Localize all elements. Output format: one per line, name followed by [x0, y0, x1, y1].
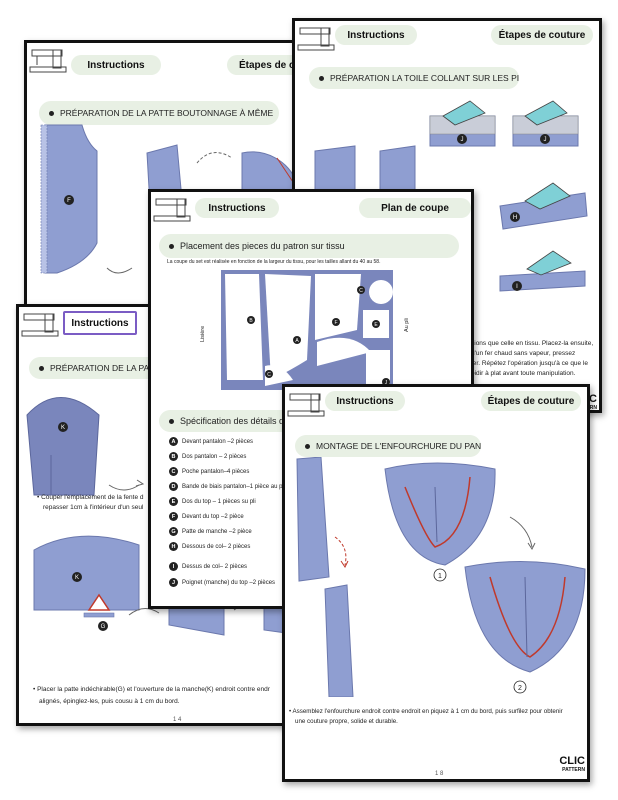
selvage-label: Lisière — [199, 326, 208, 342]
svg-text:F: F — [334, 320, 337, 326]
svg-text:J: J — [461, 137, 464, 143]
page-number: 1 4 — [173, 717, 181, 723]
page-number: 1 8 — [435, 771, 443, 777]
sewing-machine-icon — [287, 389, 327, 419]
section-heading: Placement des pieces du patron sur tissu — [159, 234, 459, 258]
instruction-text-line: d'un fer chaud sans vapeur, pressez — [471, 349, 575, 358]
instruction-text-4: alignés, épinglez-les, puis cousu à 1 cm… — [39, 697, 180, 706]
header-left-pill: Instructions — [325, 391, 405, 411]
svg-text:H: H — [513, 215, 517, 221]
fold-label: Au pli — [403, 318, 412, 332]
instruction-text-line: fer. Répétez l'opération jusqu'à ce que … — [471, 359, 588, 368]
sewing-machine-icon — [297, 23, 337, 53]
header-right-pill: Étapes de couture — [481, 391, 581, 411]
header-left-pill: Instructions — [63, 311, 137, 335]
header-left-pill: Instructions — [71, 55, 161, 75]
bullet-dot — [305, 444, 310, 449]
instruction-text-1: Couper l'emplacement de la fente d — [37, 493, 144, 502]
instruction-text-line: Assemblez l'enfourchure endroit contre e… — [289, 707, 563, 716]
sewing-machine-icon — [21, 309, 61, 339]
svg-text:F: F — [67, 198, 71, 204]
layout-intro-text: La coupe du set est réalisée en fonction… — [167, 258, 380, 267]
section-heading: MONTAGE DE L'ENFOURCHURE DU PANTALON — [295, 435, 481, 457]
instruction-text-line: sions que celle en tissu. Placez-la ensu… — [471, 339, 593, 348]
header-left-pill: Instructions — [335, 25, 417, 45]
svg-text:K: K — [75, 575, 79, 581]
sewing-machine-icon — [29, 45, 69, 75]
cutting-layout-diagram: B A C F E C J — [221, 270, 393, 390]
section-heading: PRÉPARATION DE LA PATTE BOUTONNAGE À MÊM… — [39, 101, 279, 125]
header-right-pill: Étapes de couture — [491, 25, 593, 45]
svg-text:C: C — [267, 372, 271, 378]
sewing-machine-icon — [153, 194, 193, 224]
crotch-seam-illustration: 1 2 — [285, 457, 590, 697]
svg-text:G: G — [101, 624, 106, 630]
brand-logo: CLIC PATTERN — [559, 757, 585, 775]
svg-text:J: J — [544, 137, 547, 143]
bullet-dot — [319, 76, 324, 81]
instruction-page-5: Instructions Étapes de couture MONTAGE D… — [282, 384, 590, 782]
instruction-text-3: Placer la patte indéchirable(G) et l'ouv… — [33, 685, 270, 694]
instruction-text-line: une couture propre, solide et durable. — [295, 717, 398, 726]
svg-text:K: K — [61, 425, 65, 431]
instruction-text-line: oidir à plat avant toute manipulation. — [471, 369, 575, 378]
section-heading: PRÉPARATION LA TOILE COLLANT SUR LES PIÈ… — [309, 67, 519, 89]
svg-text:2: 2 — [518, 685, 522, 692]
bullet-dot — [169, 419, 174, 424]
bullet-dot — [39, 366, 44, 371]
svg-text:1: 1 — [438, 573, 442, 580]
header-left-pill: Instructions — [195, 198, 279, 218]
instruction-text-2: repasser 1cm à l'intérieur d'un seul — [43, 503, 143, 512]
bullet-dot — [169, 244, 174, 249]
svg-text:C: C — [359, 288, 363, 294]
bullet-dot — [49, 111, 54, 116]
header-right-pill: Plan de coupe — [359, 198, 471, 218]
